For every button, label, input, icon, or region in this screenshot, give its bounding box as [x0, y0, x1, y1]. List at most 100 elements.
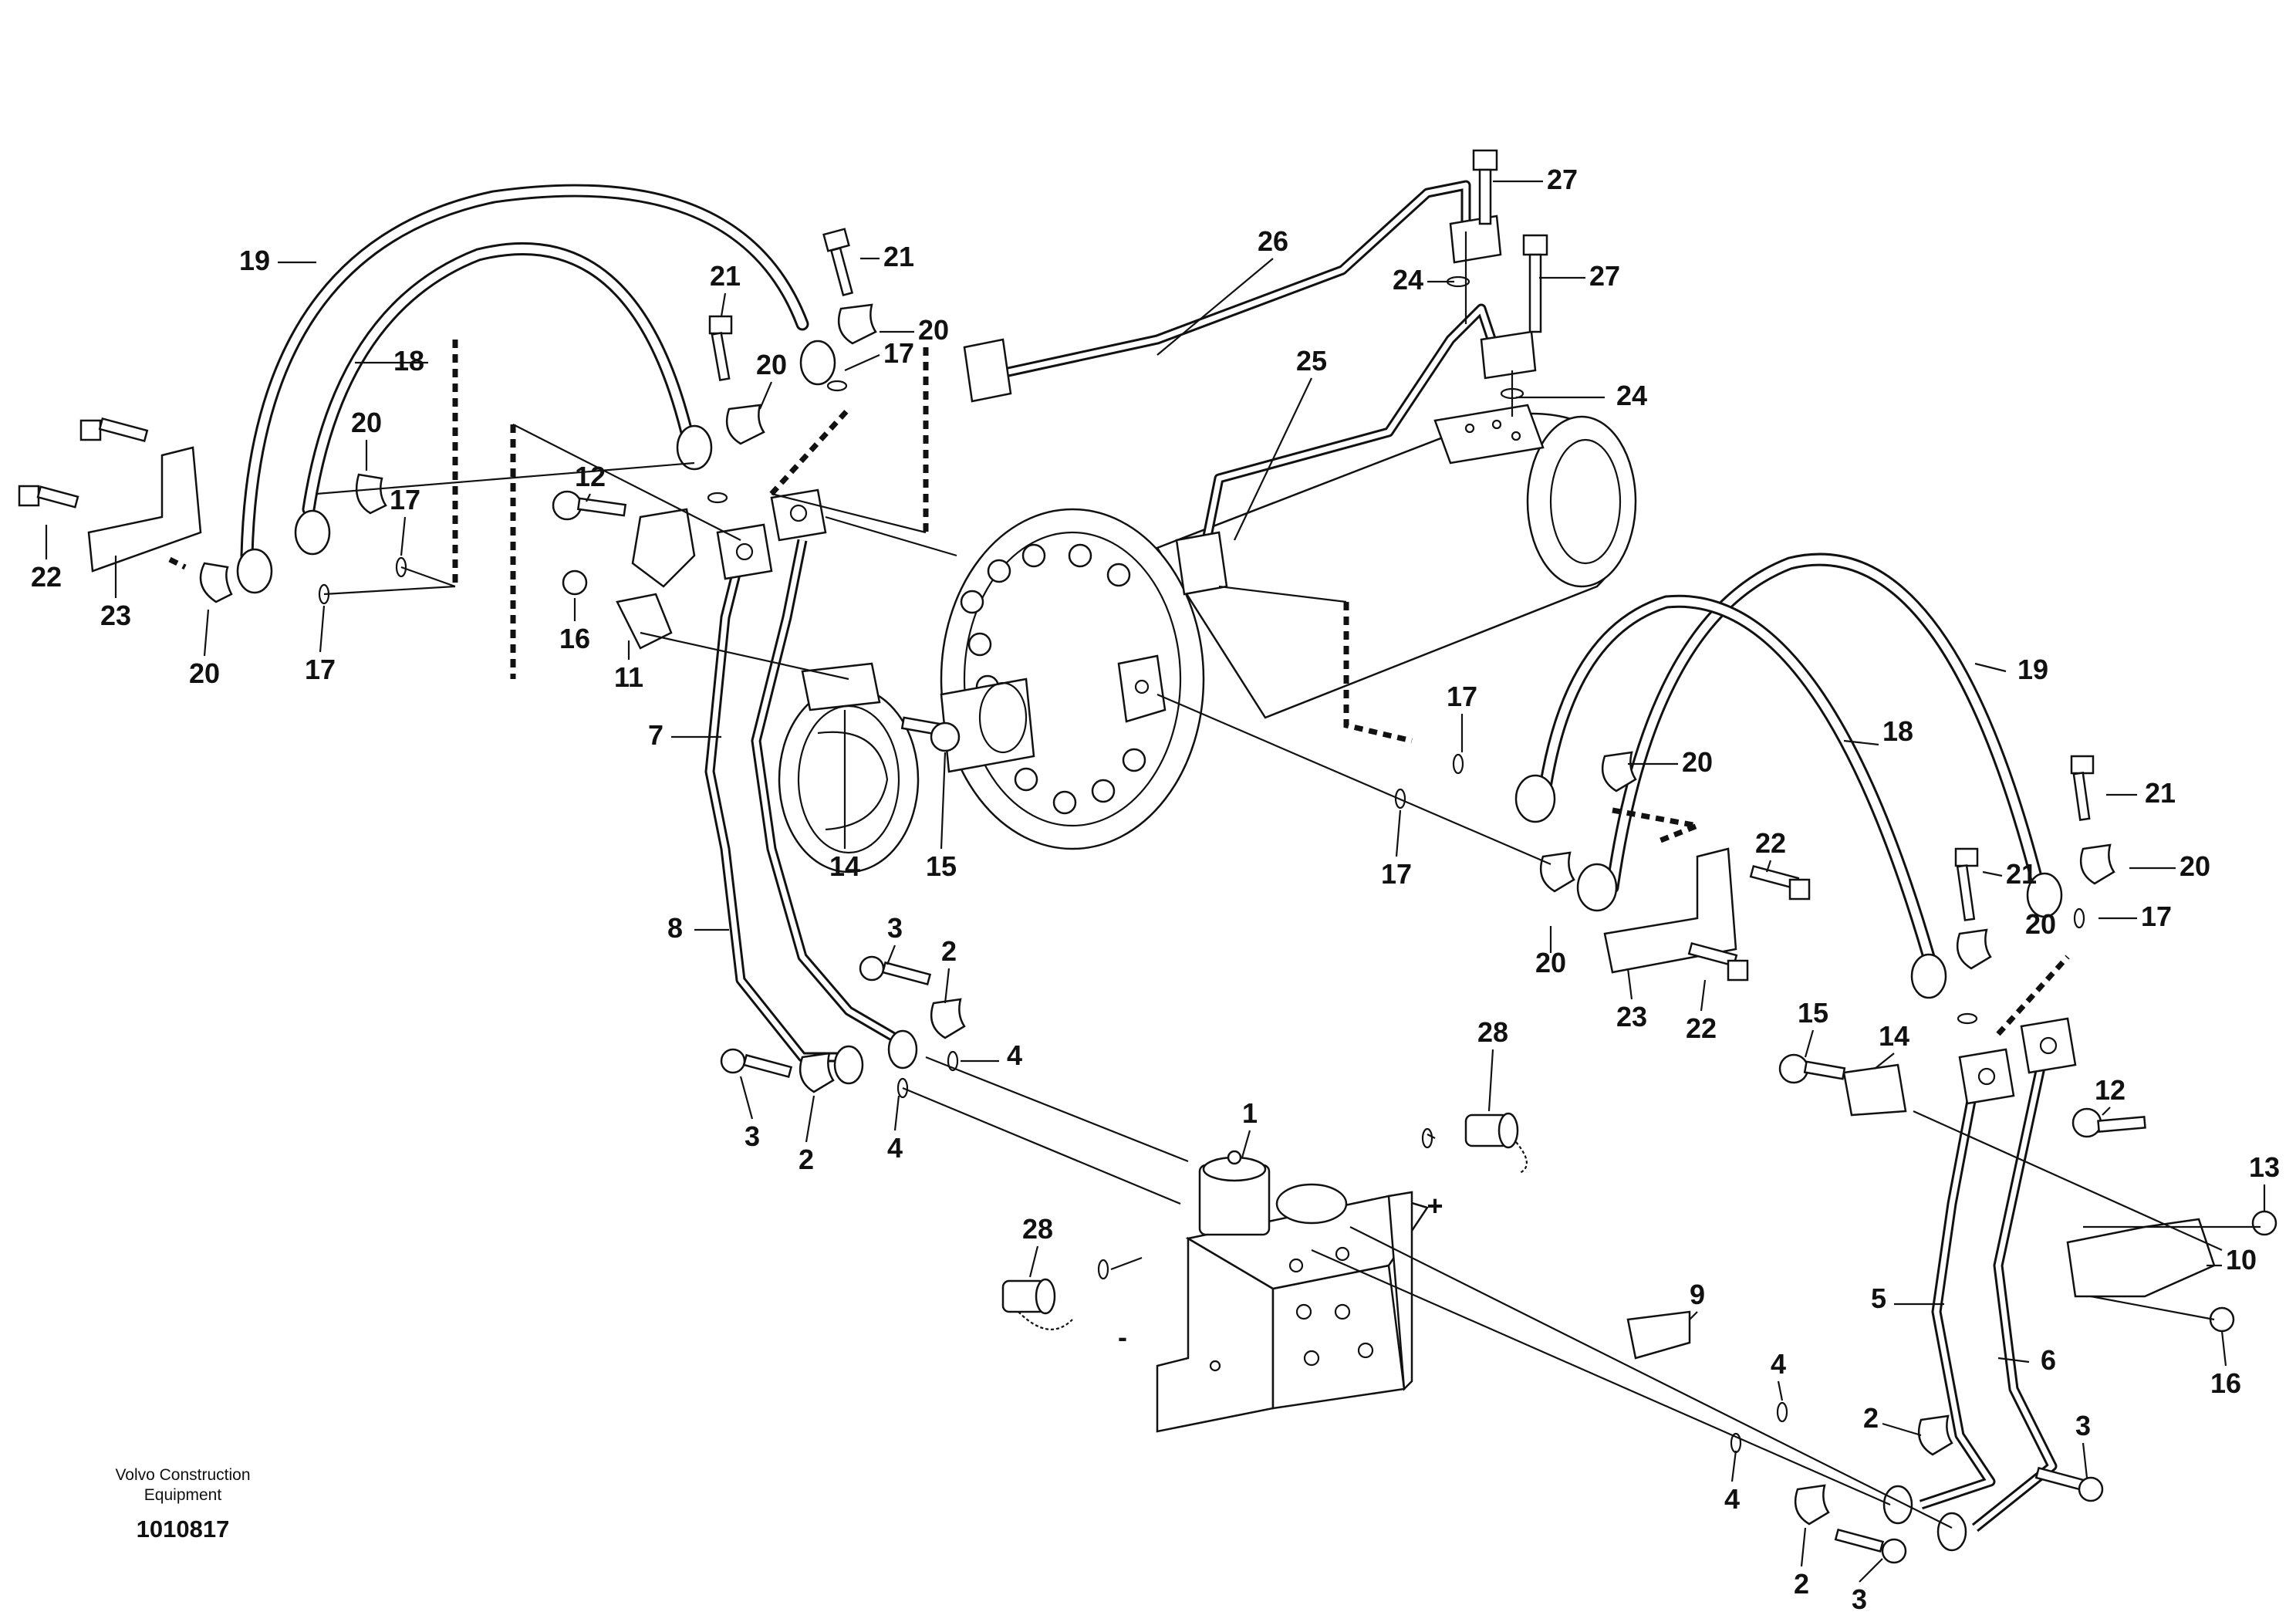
pipe-5 — [1919, 1079, 1996, 1510]
assembly-dashed-lines — [168, 340, 2070, 1036]
bracket-9 — [1626, 1310, 1691, 1360]
minus-symbol: - — [1118, 1321, 1127, 1353]
hose-right-19 — [1606, 552, 2044, 894]
callout-24: 24 — [1393, 264, 1423, 296]
callout-labels: 1 2 2 2 2 3 3 3 3 4 4 4 4 5 6 7 8 9 10 1… — [31, 164, 2280, 1615]
callout-20: 20 — [2025, 908, 2056, 940]
callout-12: 12 — [2095, 1074, 2125, 1106]
bracket-11 — [616, 593, 673, 650]
callout-4: 4 — [1007, 1039, 1022, 1071]
callout-27: 27 — [1547, 164, 1578, 195]
callout-5: 5 — [1871, 1282, 1886, 1314]
callout-20: 20 — [918, 314, 949, 346]
bolt-21-d — [1954, 847, 1979, 921]
callout-27: 27 — [1589, 260, 1620, 292]
label-leaders — [45, 180, 2266, 1583]
callout-23: 23 — [100, 600, 131, 631]
callout-22: 22 — [1755, 827, 1786, 859]
bolt-27-top — [1472, 149, 1498, 225]
hose-end-fittings — [236, 340, 2063, 1552]
bolt-21-b — [708, 315, 733, 382]
bolt-3-c — [2034, 1466, 2104, 1502]
hydraulic-cylinder — [778, 404, 1637, 874]
bolt-21-a — [822, 228, 854, 297]
bolt-21-c — [2070, 755, 2095, 821]
pipe-flanges — [716, 215, 2077, 1105]
maker-line-2: Equipment — [144, 1486, 222, 1504]
hose-right-18 — [1536, 594, 1936, 964]
bolt-3-b — [720, 1048, 793, 1079]
callout-14: 14 — [829, 850, 860, 882]
callout-11: 11 — [614, 661, 643, 693]
callout-28: 28 — [1477, 1016, 1508, 1048]
bracket-23-right — [1603, 847, 1737, 974]
callout-10: 10 — [2226, 1244, 2257, 1276]
bolts — [18, 149, 2277, 1564]
callout-4: 4 — [887, 1132, 903, 1164]
callout-1: 1 — [1242, 1097, 1258, 1129]
callout-9: 9 — [1690, 1279, 1705, 1310]
callout-19: 19 — [239, 245, 270, 276]
callout-7: 7 — [648, 719, 663, 751]
callout-2: 2 — [799, 1144, 814, 1175]
callout-13: 13 — [2249, 1151, 2280, 1183]
nut-16-left — [562, 569, 588, 596]
bolt-12-right — [2071, 1107, 2146, 1138]
callout-15: 15 — [926, 850, 957, 882]
maker-line-1: Volvo Construction — [115, 1466, 250, 1484]
callout-17: 17 — [305, 654, 336, 685]
callout-22: 22 — [1686, 1012, 1717, 1044]
leader-lines — [316, 231, 2261, 1529]
block-14-right — [1842, 1063, 1907, 1117]
callout-17: 17 — [1447, 681, 1477, 712]
bracket-23-left — [87, 446, 202, 573]
callout-28: 28 — [1022, 1213, 1053, 1245]
split-flange-halves-20 — [199, 303, 2115, 1526]
callout-25: 25 — [1296, 345, 1327, 377]
callout-16: 16 — [2210, 1367, 2241, 1399]
callout-21: 21 — [883, 241, 914, 272]
plus-symbol: + — [1427, 1190, 1443, 1222]
callout-17: 17 — [2141, 901, 2172, 932]
callout-4: 4 — [1724, 1483, 1740, 1515]
hose-left-18 — [302, 242, 694, 516]
test-nipple-28-left — [1001, 1278, 1073, 1330]
nut-13 — [2251, 1210, 2277, 1236]
callout-17: 17 — [390, 484, 420, 515]
bolt-22-d — [1687, 941, 1749, 982]
bracket-11-top — [631, 508, 696, 588]
callout-20: 20 — [189, 657, 220, 689]
callout-12: 12 — [575, 461, 606, 492]
callout-23: 23 — [1616, 1001, 1647, 1032]
callout-3: 3 — [887, 912, 903, 944]
callout-20: 20 — [756, 349, 787, 380]
hose-left-19 — [240, 184, 809, 563]
callout-15: 15 — [1798, 997, 1828, 1029]
callout-2: 2 — [1794, 1568, 1809, 1600]
callout-22: 22 — [31, 561, 62, 593]
pipe-6 — [1971, 1048, 2058, 1532]
block-14-left — [801, 662, 881, 711]
callout-21: 21 — [710, 260, 741, 292]
callout-2: 2 — [1863, 1402, 1879, 1434]
callout-4: 4 — [1771, 1348, 1786, 1380]
brackets — [87, 446, 2216, 1360]
callout-3: 3 — [745, 1120, 760, 1152]
callout-2: 2 — [941, 935, 957, 967]
pipe-8 — [751, 539, 898, 1042]
callout-24: 24 — [1616, 380, 1647, 411]
bolt-15-left — [900, 716, 961, 752]
drawing-caption: Volvo Construction Equipment 1010817 — [115, 1466, 250, 1543]
callout-17: 17 — [883, 337, 914, 369]
control-valve-block — [1156, 1150, 1429, 1433]
callout-6: 6 — [2041, 1344, 2056, 1376]
bolt-3-a — [859, 955, 932, 986]
bolt-15-right — [1778, 1053, 1846, 1084]
drawing-number: 1010817 — [137, 1516, 230, 1543]
callout-16: 16 — [559, 623, 590, 654]
pipe-26 — [963, 180, 1471, 403]
bolt-3-d — [1834, 1528, 1907, 1564]
callout-8: 8 — [667, 912, 683, 944]
bolt-22-a — [79, 417, 149, 443]
